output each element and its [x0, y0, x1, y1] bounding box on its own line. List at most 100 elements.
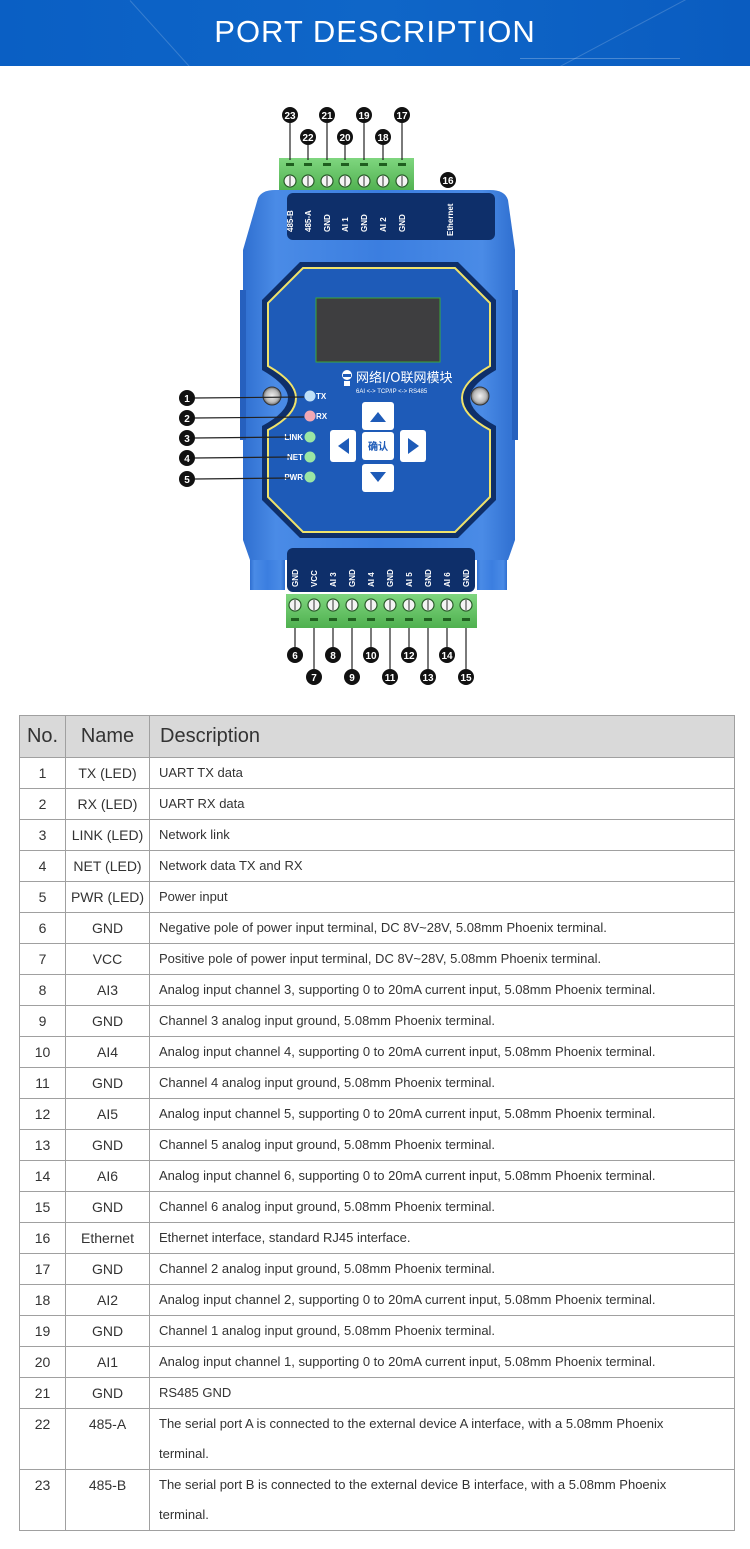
- callout-badge: [440, 172, 456, 188]
- row-name: GND: [65, 1005, 150, 1037]
- row-name: AI6: [65, 1160, 150, 1192]
- device-title: 网络I/O联网模块: [356, 370, 452, 386]
- row-name: TX (LED): [65, 757, 150, 789]
- description-line: The serial port B is connected to the ex…: [159, 1477, 667, 1492]
- terminal-slot: [291, 618, 299, 621]
- description-line: The serial port A is connected to the ex…: [159, 1416, 664, 1431]
- row-name: AI2: [65, 1284, 150, 1316]
- row-description: Analog input channel 3, supporting 0 to …: [149, 974, 735, 1006]
- row-number: 14: [19, 1160, 66, 1192]
- bottom-terminal-label: GND: [291, 569, 300, 587]
- top-terminal-label: AI 1: [341, 217, 350, 232]
- row-number: 5: [19, 881, 66, 913]
- nav-up-button[interactable]: [362, 402, 394, 430]
- side-rib-left: [240, 290, 246, 440]
- header-banner: PORT DESCRIPTION: [0, 0, 750, 66]
- robot-logo-icon: [342, 370, 352, 386]
- description-line: RS485 GND: [159, 1385, 232, 1400]
- row-number: 21: [19, 1377, 66, 1409]
- row-description: Negative pole of power input terminal, D…: [149, 912, 735, 944]
- description-line: Analog input channel 4, supporting 0 to …: [159, 1044, 656, 1059]
- callout-line: [194, 477, 291, 480]
- row-description: Network link: [149, 819, 735, 851]
- arrow-right-icon: [408, 438, 419, 454]
- terminal-slot: [329, 618, 337, 621]
- callout-badge: [319, 107, 335, 123]
- description-line: UART RX data: [159, 796, 245, 811]
- callout-badge: [394, 107, 410, 123]
- lcd-screen: [315, 297, 441, 363]
- description-line: Analog input channel 1, supporting 0 to …: [159, 1354, 656, 1369]
- callout-badge: [179, 471, 195, 487]
- led-link-icon: [304, 431, 316, 443]
- arrow-left-icon: [338, 438, 349, 454]
- mounting-screw-right: [470, 386, 490, 406]
- row-name: VCC: [65, 943, 150, 975]
- row-name: 485-A: [65, 1408, 150, 1470]
- top-terminal-label: 485-A: [304, 210, 313, 232]
- callout-number: 4: [184, 454, 190, 465]
- led-pwr-icon: [304, 471, 316, 483]
- arrow-down-icon: [370, 472, 386, 482]
- nav-right-button[interactable]: [400, 430, 426, 462]
- row-description: Analog input channel 5, supporting 0 to …: [149, 1098, 735, 1130]
- callout-number: 3: [184, 434, 190, 445]
- callout-number: 18: [377, 133, 389, 144]
- row-description: The serial port A is connected to the ex…: [149, 1408, 735, 1470]
- ethernet-label: Ethernet: [446, 203, 455, 236]
- callout-number: 22: [302, 133, 314, 144]
- row-number: 22: [19, 1408, 66, 1470]
- callout-badge: [344, 669, 360, 685]
- led-label: TX: [316, 392, 327, 401]
- nav-left-button[interactable]: [330, 430, 356, 462]
- row-number: 11: [19, 1067, 66, 1099]
- row-number: 1: [19, 757, 66, 789]
- callout-line: [194, 436, 291, 439]
- callout-number: 11: [385, 673, 396, 684]
- callout-badge: [401, 647, 417, 663]
- terminal-slot: [348, 618, 356, 621]
- callout-number: 14: [441, 651, 453, 662]
- row-name: GND: [65, 912, 150, 944]
- callout-line: [194, 456, 291, 459]
- description-line: Analog input channel 3, supporting 0 to …: [159, 982, 656, 997]
- row-description: Channel 2 analog input ground, 5.08mm Ph…: [149, 1253, 735, 1285]
- row-name: GND: [65, 1253, 150, 1285]
- callout-badge: [375, 129, 391, 145]
- callout-number: 7: [311, 673, 317, 684]
- top-label-panel: [287, 193, 495, 240]
- top-terminal-label: AI 2: [379, 217, 388, 232]
- arrow-up-icon: [370, 412, 386, 422]
- bottom-label-panel: [287, 548, 475, 592]
- callout-badge: [179, 450, 195, 466]
- row-number: 8: [19, 974, 66, 1006]
- nav-down-button[interactable]: [362, 464, 394, 492]
- led-rx-icon: [304, 410, 316, 422]
- bottom-terminal-label: AI 4: [367, 572, 376, 587]
- callout-number: 16: [442, 176, 454, 187]
- row-description: Channel 4 analog input ground, 5.08mm Ph…: [149, 1067, 735, 1099]
- row-description: Ethernet interface, standard RJ45 interf…: [149, 1222, 735, 1254]
- description-line: terminal.: [159, 1446, 209, 1461]
- top-terminal-label: GND: [398, 214, 407, 232]
- callout-number: 8: [330, 651, 336, 662]
- callout-badge: [179, 410, 195, 426]
- description-line: Channel 6 analog input ground, 5.08mm Ph…: [159, 1199, 496, 1214]
- description-line: Network link: [159, 827, 230, 842]
- description-line: Channel 5 analog input ground, 5.08mm Ph…: [159, 1137, 496, 1152]
- row-number: 23: [19, 1469, 66, 1531]
- confirm-button[interactable]: 确认: [362, 432, 394, 460]
- row-description: Channel 1 analog input ground, 5.08mm Ph…: [149, 1315, 735, 1347]
- table-header-row: No. Name Description: [19, 715, 735, 758]
- row-description: Analog input channel 2, supporting 0 to …: [149, 1284, 735, 1316]
- callout-badge: [179, 430, 195, 446]
- led-label: PWR: [284, 473, 303, 482]
- callout-number: 12: [403, 651, 415, 662]
